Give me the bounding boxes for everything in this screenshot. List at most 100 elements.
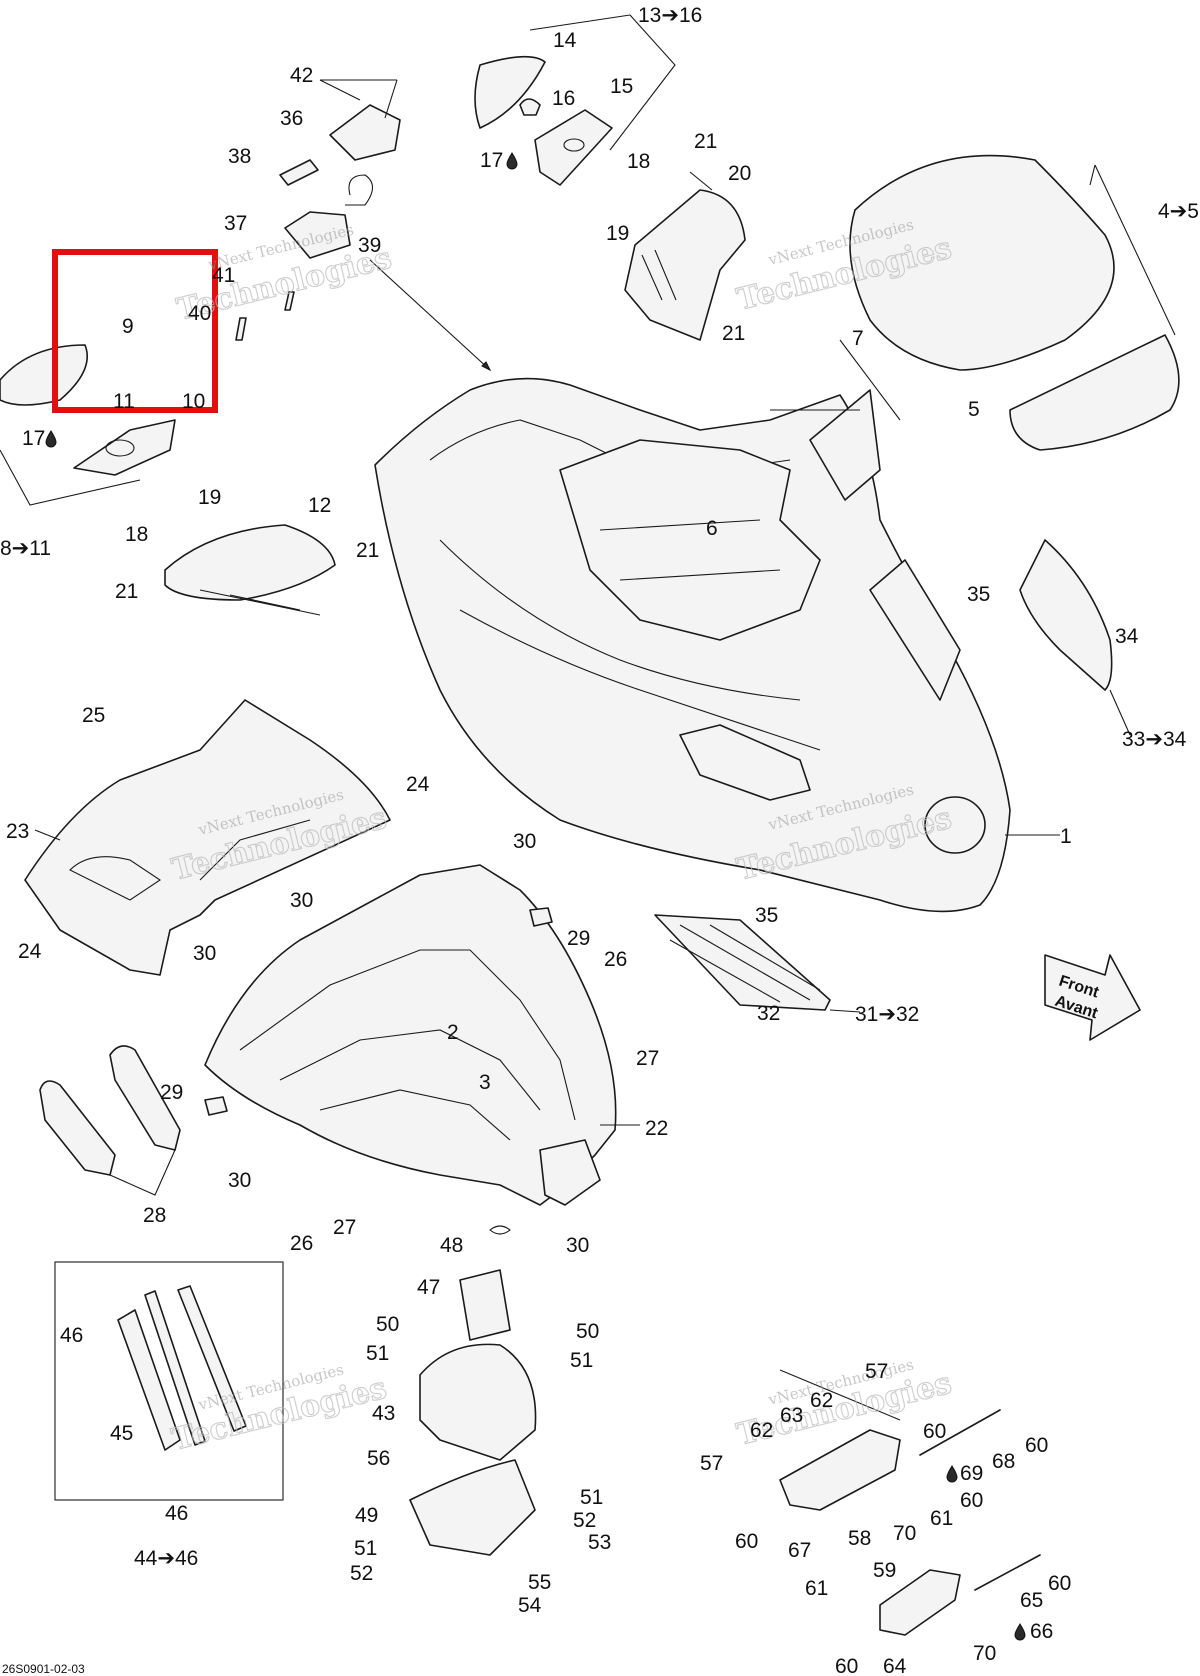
group-44-46-box xyxy=(54,1261,284,1501)
callout-2: 2 xyxy=(447,1021,459,1044)
callout-31-32: 31➔32 xyxy=(855,1003,919,1026)
part-22-belly-pan xyxy=(204,864,640,1206)
callout-8-11: 8➔11 xyxy=(0,537,51,560)
callout-60-b: 60 xyxy=(1025,1434,1048,1457)
part-23-panel xyxy=(24,699,391,976)
callout-61-b: 61 xyxy=(805,1577,828,1600)
callout-67: 67 xyxy=(788,1539,811,1562)
callout-21-top: 21 xyxy=(694,130,717,153)
callout-70-b: 70 xyxy=(973,1642,996,1665)
callout-21-c: 21 xyxy=(356,539,379,562)
front-arrow: Front Avant xyxy=(1044,954,1141,1041)
callout-6: 6 xyxy=(706,517,718,540)
callout-30-b: 30 xyxy=(290,889,313,912)
callout-30-e: 30 xyxy=(566,1234,589,1257)
callout-47: 47 xyxy=(417,1276,440,1299)
callout-34: 34 xyxy=(1115,625,1139,648)
callout-62-b: 62 xyxy=(750,1419,773,1442)
callout-21-b: 21 xyxy=(722,322,745,345)
callout-9: 9 xyxy=(122,315,134,338)
oil-drop-icon xyxy=(45,430,57,448)
callout-29-top: 29 xyxy=(567,927,590,950)
callout-51-d: 51 xyxy=(354,1537,377,1560)
callout-39: 39 xyxy=(358,234,381,257)
callout-16: 16 xyxy=(552,87,575,110)
callout-11: 11 xyxy=(113,390,135,413)
callout-52-b: 52 xyxy=(350,1562,373,1585)
callout-30-c: 30 xyxy=(193,942,216,965)
part-33-side-panel xyxy=(1019,539,1131,736)
part-4-windshield xyxy=(849,154,1180,451)
callout-68: 68 xyxy=(992,1450,1015,1473)
callout-49: 49 xyxy=(355,1504,378,1527)
callout-51-a: 51 xyxy=(366,1342,389,1365)
callout-26-b: 26 xyxy=(290,1232,313,1255)
oil-drop-icons xyxy=(45,152,1026,1641)
part-1-hood xyxy=(374,339,1060,913)
callout-46-a: 46 xyxy=(60,1324,83,1347)
callout-57-top: 57 xyxy=(865,1360,888,1383)
callout-54: 54 xyxy=(518,1594,542,1617)
part-31-grille xyxy=(654,914,861,1013)
callout-60-f: 60 xyxy=(835,1655,858,1676)
callout-63: 63 xyxy=(780,1404,803,1427)
callout-69: 69 xyxy=(960,1462,983,1485)
callout-53: 53 xyxy=(588,1531,611,1554)
callout-23: 23 xyxy=(6,820,29,843)
group-36-42-hardware xyxy=(235,79,492,372)
callout-51-b: 51 xyxy=(570,1349,593,1372)
callout-45: 45 xyxy=(110,1422,133,1445)
callout-33-34: 33➔34 xyxy=(1122,728,1187,751)
part-28-straps xyxy=(39,1045,181,1196)
callout-43: 43 xyxy=(372,1402,395,1425)
callout-30-a: 30 xyxy=(513,830,536,853)
callout-48: 48 xyxy=(440,1234,463,1257)
callout-12: 12 xyxy=(308,494,331,517)
highlight-box xyxy=(52,249,218,413)
callout-37: 37 xyxy=(224,212,247,235)
callout-59: 59 xyxy=(873,1559,896,1582)
callout-13-16: 13➔16 xyxy=(638,4,702,27)
callout-60-c: 60 xyxy=(960,1489,983,1512)
callout-14: 14 xyxy=(553,29,577,52)
callout-19-left: 19 xyxy=(198,486,221,509)
part-20-cover xyxy=(624,171,746,341)
callout-24-bottom: 24 xyxy=(18,940,42,963)
callout-66: 66 xyxy=(1030,1620,1053,1643)
callout-4-5: 4➔5 xyxy=(1158,200,1199,223)
callout-61-a: 61 xyxy=(930,1507,953,1530)
callout-17-left: 17 xyxy=(22,427,45,450)
callout-44-46: 44➔46 xyxy=(134,1547,198,1570)
callout-22: 22 xyxy=(645,1117,668,1140)
callout-20: 20 xyxy=(728,162,751,185)
group-43-steering xyxy=(409,1225,537,1556)
callout-65: 65 xyxy=(1020,1589,1043,1612)
callout-60-a: 60 xyxy=(923,1420,946,1443)
callout-62-a: 62 xyxy=(810,1389,833,1412)
callout-27-b: 27 xyxy=(333,1216,356,1239)
callout-28: 28 xyxy=(143,1204,166,1227)
callout-70-a: 70 xyxy=(893,1522,916,1545)
callout-58: 58 xyxy=(848,1527,871,1550)
callout-27-a: 27 xyxy=(636,1047,659,1070)
oil-drop-icon xyxy=(506,152,518,170)
callout-50-a: 50 xyxy=(376,1313,399,1336)
callout-1: 1 xyxy=(1060,825,1072,848)
callout-labels: 13➔16 14 15 16 17 18 19 21 20 21 4➔5 5 7… xyxy=(0,4,1199,1676)
callout-60-d: 60 xyxy=(735,1530,758,1553)
callout-15: 15 xyxy=(610,75,633,98)
callout-26-a: 26 xyxy=(604,948,627,971)
oil-drop-icon xyxy=(1014,1623,1026,1641)
group-13-16-bracket xyxy=(474,14,676,186)
drawing-code: 26S0901-02-03 xyxy=(2,1662,85,1676)
group-57-70-mounts xyxy=(779,1369,1041,1636)
callout-30-d: 30 xyxy=(228,1169,251,1192)
callout-52-a: 52 xyxy=(573,1509,596,1532)
callout-18-left: 18 xyxy=(125,523,148,546)
callout-5: 5 xyxy=(968,398,980,421)
callout-64: 64 xyxy=(883,1655,907,1676)
callout-21-d: 21 xyxy=(115,580,138,603)
callout-56: 56 xyxy=(367,1447,390,1470)
callout-50-b: 50 xyxy=(576,1320,599,1343)
